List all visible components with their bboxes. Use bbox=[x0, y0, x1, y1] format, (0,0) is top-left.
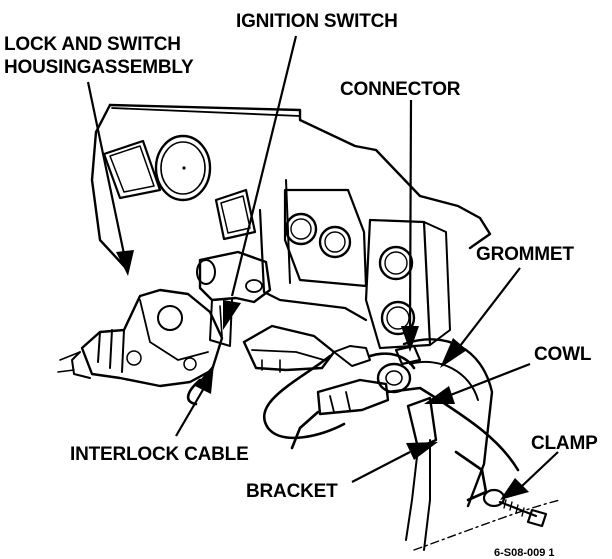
label-cowl: COWL bbox=[534, 344, 592, 365]
label-bracket: BRACKET bbox=[246, 481, 338, 502]
leader-cowl bbox=[424, 362, 531, 404]
connector-assembly bbox=[242, 324, 422, 440]
label-ignition-switch: IGNITION SWITCH bbox=[236, 11, 398, 32]
leader-grommet bbox=[440, 267, 521, 368]
label-interlock-cable: INTERLOCK CABLE bbox=[70, 444, 249, 465]
leader-clamp bbox=[500, 451, 559, 500]
ignition-switch bbox=[196, 250, 272, 347]
lock-switch-housing bbox=[57, 288, 224, 388]
leader-bracket bbox=[351, 442, 438, 483]
leader-interlock-cable bbox=[175, 364, 214, 437]
label-grommet: GROMMET bbox=[476, 244, 574, 265]
label-connector: CONNECTOR bbox=[340, 79, 461, 100]
cowl-hardware bbox=[376, 338, 561, 551]
figure-code: 6-S08-009 1 bbox=[494, 547, 555, 559]
leader-connector bbox=[401, 99, 419, 352]
leader-ignition-switch bbox=[223, 35, 298, 330]
label-lock-housing-line2: HOUSINGASSEMBLY bbox=[4, 57, 194, 78]
instrument-panel bbox=[90, 103, 492, 350]
label-lock-housing-line1: LOCK AND SWITCH bbox=[4, 34, 181, 55]
label-clamp: CLAMP bbox=[531, 433, 598, 454]
leader-lock-housing bbox=[86, 81, 134, 276]
